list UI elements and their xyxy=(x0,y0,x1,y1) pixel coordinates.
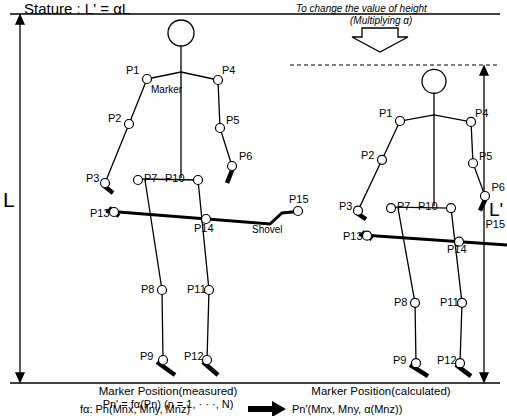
marker-label: P6 xyxy=(239,150,252,162)
marker xyxy=(458,298,467,307)
head xyxy=(422,69,446,93)
marker xyxy=(456,359,465,368)
marker xyxy=(125,120,134,129)
dimension-arrows xyxy=(16,15,488,382)
bone xyxy=(147,72,218,80)
formula: fα: Pn(Mnx, Mny, Mnz) xyxy=(80,403,190,415)
marker-label: P5 xyxy=(479,150,492,162)
marker xyxy=(205,286,214,295)
marker xyxy=(110,208,119,217)
marker-label: P15 xyxy=(289,193,309,205)
bone xyxy=(145,180,163,360)
bone xyxy=(433,93,434,115)
bone xyxy=(400,115,471,122)
marker-label: P13 xyxy=(90,207,110,219)
head xyxy=(168,20,194,46)
bone xyxy=(198,180,209,360)
dimension-label: L xyxy=(3,188,15,211)
marker xyxy=(378,155,387,164)
marker-label: P12 xyxy=(437,354,457,366)
marker-label: P6 xyxy=(492,181,505,193)
transform-arrow xyxy=(248,401,286,416)
marker-label: P14 xyxy=(194,222,214,234)
caption: Marker Position(calculated) xyxy=(311,385,450,398)
marker xyxy=(469,159,478,168)
part-name: Marker xyxy=(151,84,182,95)
marker-label: P7 xyxy=(397,200,410,212)
stick-figures xyxy=(101,20,507,376)
marker-label: P3 xyxy=(86,172,99,184)
marker-label: P9 xyxy=(393,354,406,366)
marker xyxy=(101,179,110,188)
figure-calculated xyxy=(354,69,507,376)
marker-label: P11 xyxy=(187,283,206,295)
marker xyxy=(194,176,203,185)
marker-label: P12 xyxy=(184,350,204,362)
marker-label: P4 xyxy=(475,107,488,119)
marker-label: P13 xyxy=(343,230,363,242)
bone xyxy=(451,208,462,363)
marker-label: P7 xyxy=(144,172,157,184)
marker-label: P9 xyxy=(140,350,153,362)
floor-line xyxy=(10,382,500,383)
hollow-down-arrow xyxy=(352,28,408,52)
marker xyxy=(411,298,420,307)
marker xyxy=(159,356,168,365)
marker-label: P5 xyxy=(226,114,239,126)
marker xyxy=(467,117,476,126)
marker-label: P11 xyxy=(440,296,459,308)
marker-label: P14 xyxy=(447,243,467,255)
marker xyxy=(396,117,405,126)
marker xyxy=(143,75,152,84)
marker-label: P8 xyxy=(394,296,407,308)
bone xyxy=(398,208,416,363)
marker-label: P4 xyxy=(222,64,235,76)
marker-label: P3 xyxy=(339,200,352,212)
hand-foot xyxy=(109,208,119,216)
figure-measured xyxy=(101,20,303,375)
marker xyxy=(447,204,456,213)
bone xyxy=(180,46,181,72)
dimension-label: L' xyxy=(489,200,503,221)
marker-label: P8 xyxy=(141,283,154,295)
dashed-height-line xyxy=(290,65,500,66)
title: Stature : L' = αL xyxy=(24,1,130,18)
marker-label: P1 xyxy=(126,64,139,76)
bone xyxy=(359,235,507,246)
caption: Marker Position(measured) xyxy=(99,385,238,398)
marker xyxy=(354,206,363,215)
part-name: Shovel xyxy=(252,224,283,235)
note: (Multiplying α) xyxy=(350,15,412,26)
marker-label: P15 xyxy=(485,218,505,230)
marker-label: P1 xyxy=(379,107,392,119)
bone xyxy=(433,115,434,206)
marker xyxy=(203,356,212,365)
marker xyxy=(387,204,396,213)
marker xyxy=(134,176,143,185)
bone xyxy=(358,121,400,211)
marker-label: P2 xyxy=(361,149,374,161)
marker xyxy=(158,286,167,295)
marker xyxy=(412,359,421,368)
formula: Pn'(Mnx, Mny, α(Mnz)) xyxy=(292,403,402,415)
marker xyxy=(228,162,237,171)
bone xyxy=(105,79,147,183)
marker xyxy=(216,124,225,133)
marker xyxy=(214,76,223,85)
marker xyxy=(294,207,303,216)
marker-label: P10 xyxy=(418,200,438,212)
marker xyxy=(363,231,372,240)
note: To change the value of height xyxy=(296,3,427,14)
marker-label: P2 xyxy=(108,112,121,124)
marker-label: P10 xyxy=(165,172,185,184)
